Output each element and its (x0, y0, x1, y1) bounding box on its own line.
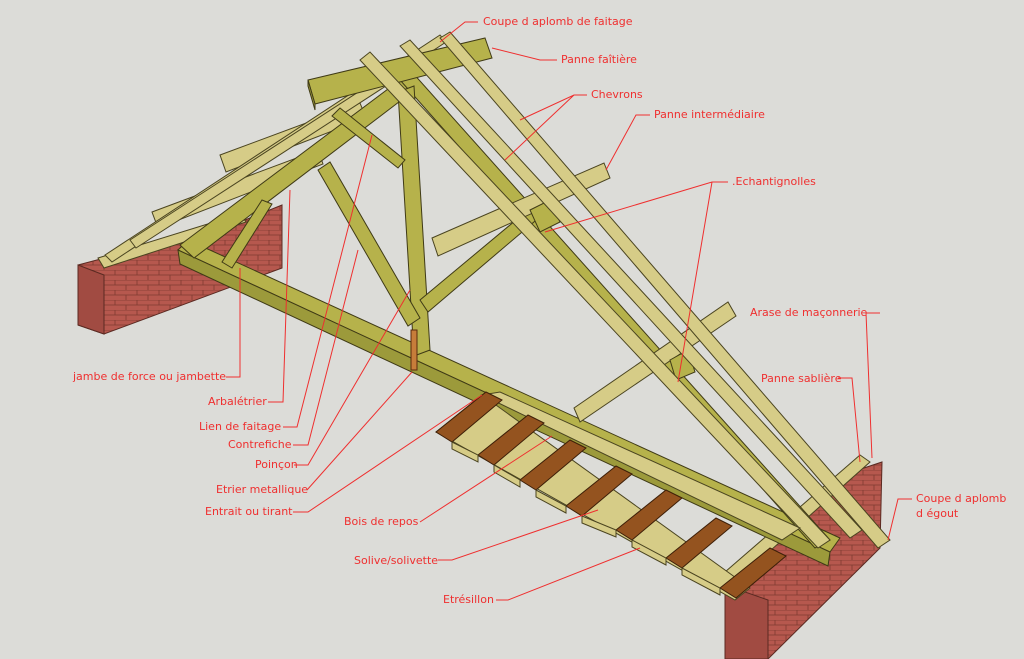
label-arbaletrier: Arbalétrier (208, 395, 267, 408)
label-coupe-aplomb-egout: Coupe d aplomb (916, 492, 1007, 505)
panne-faitiere-end (307, 79, 316, 111)
label-etresillon: Etrésillon (443, 593, 494, 606)
label-lien-de-faitage: Lien de faitage (199, 420, 282, 433)
label-jambe-de-force: jambe de force ou jambette (73, 370, 227, 383)
label-etrier-metallique: Etrier metallique (216, 483, 309, 496)
label-coupe-aplomb-egout-line2: d égout (916, 507, 959, 520)
label-coupe-aplomb-faitage: Coupe d aplomb de faitage (483, 15, 633, 28)
label-entrait-tirant: Entrait ou tirant (205, 505, 293, 518)
label-arase-maconnerie: Arase de maçonnerie (750, 306, 868, 319)
jambe-de-force (221, 199, 273, 269)
chevron-right-1 (359, 51, 831, 549)
label-chevrons: Chevrons (591, 88, 643, 101)
label-panne-sabliere: Panne sablière (761, 372, 842, 385)
label-panne-faitiere: Panne faîtière (561, 53, 637, 66)
solives (435, 391, 787, 599)
arbaletrier-left (179, 79, 413, 259)
leader-lines (226, 21, 912, 601)
chevron-right-3 (439, 31, 891, 549)
etresillons (451, 441, 721, 596)
contrefiche-left (317, 161, 421, 327)
label-solive: Solive/solivette (354, 554, 439, 567)
bois-de-repos-rail-back (480, 391, 802, 541)
label-contrefiche: Contrefiche (228, 438, 292, 451)
label-echantignolles: .Echantignolles (732, 175, 816, 188)
poincon-post (397, 85, 431, 357)
label-panne-intermediaire: Panne intermédiaire (654, 108, 765, 121)
label-bois-de-repos: Bois de repos (344, 515, 419, 528)
etrier-metallique (410, 329, 418, 371)
lien-de-faitage (331, 107, 406, 169)
label-poincon: Poinçon (255, 458, 298, 471)
